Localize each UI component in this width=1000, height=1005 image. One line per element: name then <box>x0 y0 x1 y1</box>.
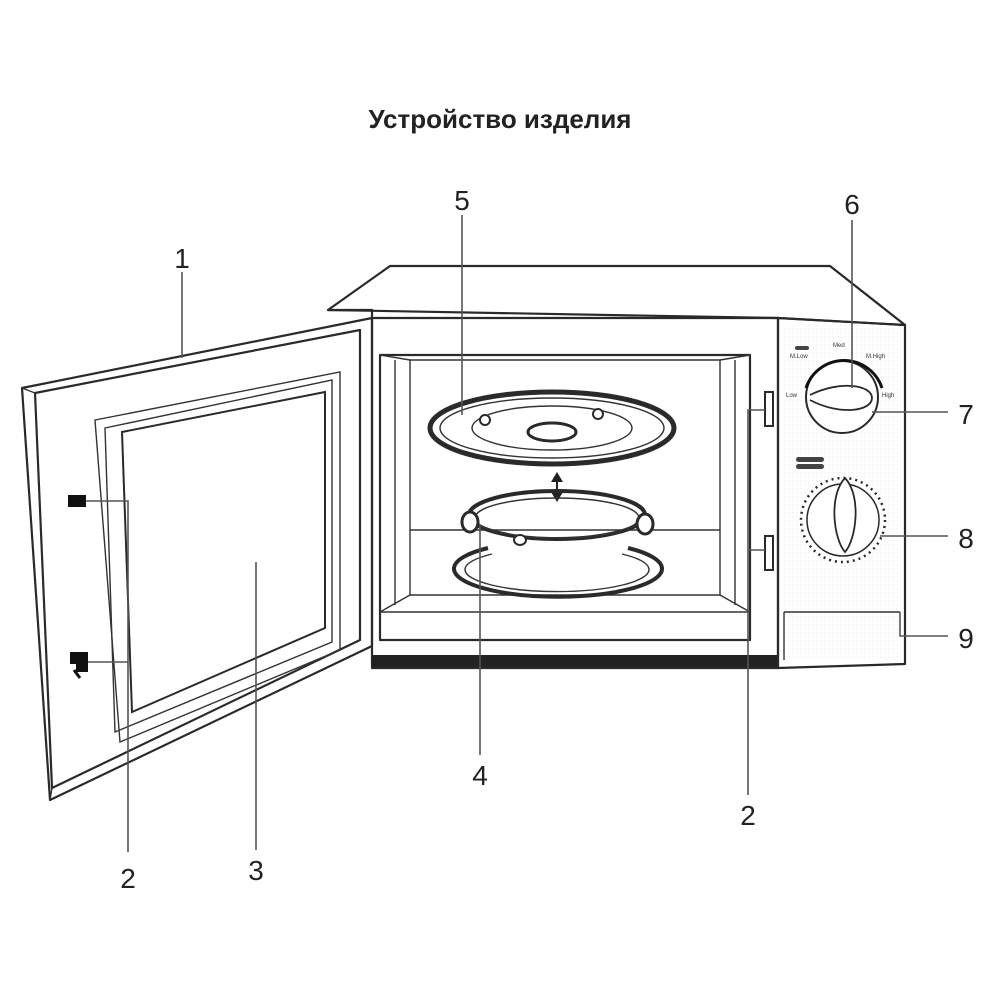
callout-door-window: 3 <box>248 855 264 886</box>
callout-power-selector-area: 6 <box>844 189 860 220</box>
control-panel: M.Low Med M.High Low High <box>776 316 907 670</box>
power-knob[interactable] <box>795 346 884 434</box>
power-label-high: High <box>882 393 894 399</box>
cavity-floor-ring <box>452 546 664 599</box>
callout-timer-knob: 8 <box>958 523 974 554</box>
callout-door: 1 <box>174 243 190 274</box>
callout-roller-ring: 4 <box>472 760 488 791</box>
oven-cavity <box>378 353 752 642</box>
assembly-arrow <box>551 472 563 502</box>
callout-door-latch: 2 <box>120 863 136 894</box>
door-window <box>120 390 326 714</box>
timer-knob[interactable] <box>796 457 887 564</box>
safety-interlock-switches <box>764 391 774 571</box>
door-latches <box>68 495 88 679</box>
power-label-m-low: M.Low <box>790 354 808 360</box>
power-label-m-high: M.High <box>866 354 885 360</box>
callout-power-knob: 7 <box>958 399 974 430</box>
power-label-med: Med <box>833 343 845 349</box>
diagram-title: Устройство изделия <box>368 104 632 134</box>
power-dial-labels: M.Low Med M.High Low High <box>786 343 894 399</box>
callout-door-release: 9 <box>958 623 974 654</box>
callout-glass-turntable: 5 <box>454 185 470 216</box>
door[interactable] <box>20 316 374 802</box>
leader-lines <box>86 215 948 852</box>
callout-numbers: 1 2 3 4 5 6 7 8 9 2 <box>120 185 974 894</box>
roller-ring <box>460 489 655 546</box>
callout-safety-interlock: 2 <box>740 800 756 831</box>
glass-turntable <box>427 389 677 467</box>
power-label-low: Low <box>786 393 798 399</box>
